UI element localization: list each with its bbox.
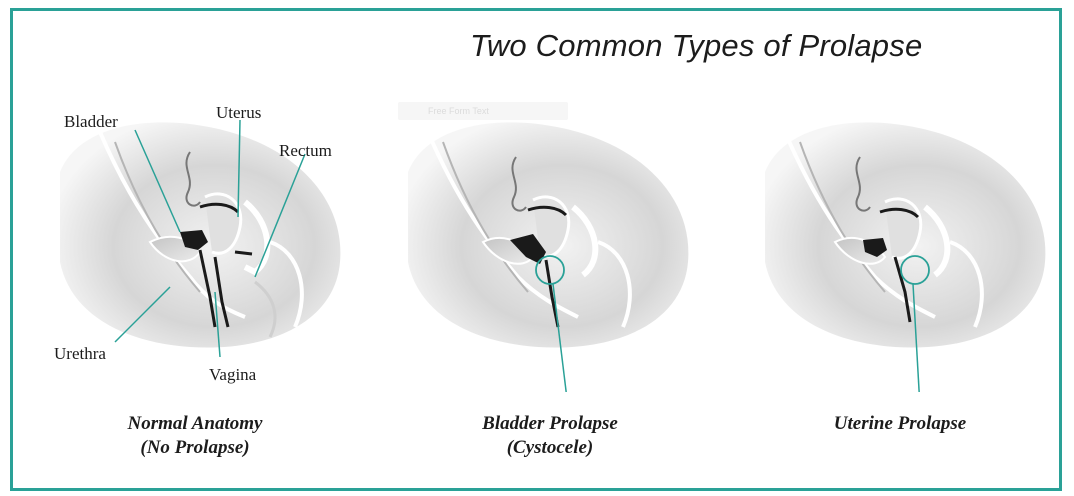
label-rectum: Rectum bbox=[279, 141, 332, 161]
caption-uterine-prolapse: Uterine Prolapse bbox=[790, 412, 1010, 436]
pelvis-illustration-bladder-prolapse bbox=[388, 92, 708, 392]
caption-uterine-line1: Uterine Prolapse bbox=[790, 412, 1010, 436]
pelvis-illustration-uterine-prolapse bbox=[745, 92, 1065, 392]
diagram-title: Two Common Types of Prolapse bbox=[470, 28, 990, 64]
caption-bladder-prolapse: Bladder Prolapse (Cystocele) bbox=[430, 412, 670, 460]
panel-uterine-prolapse bbox=[745, 92, 1065, 392]
caption-normal-line1: Normal Anatomy bbox=[80, 412, 310, 436]
label-uterus: Uterus bbox=[216, 103, 261, 123]
panel-bladder-prolapse bbox=[388, 92, 708, 392]
caption-bladder-line2: (Cystocele) bbox=[430, 436, 670, 460]
label-urethra: Urethra bbox=[54, 344, 106, 364]
caption-bladder-line1: Bladder Prolapse bbox=[430, 412, 670, 436]
caption-normal-line2: (No Prolapse) bbox=[80, 436, 310, 460]
label-vagina: Vagina bbox=[209, 365, 256, 385]
label-bladder: Bladder bbox=[64, 112, 118, 132]
caption-normal-anatomy: Normal Anatomy (No Prolapse) bbox=[80, 412, 310, 460]
